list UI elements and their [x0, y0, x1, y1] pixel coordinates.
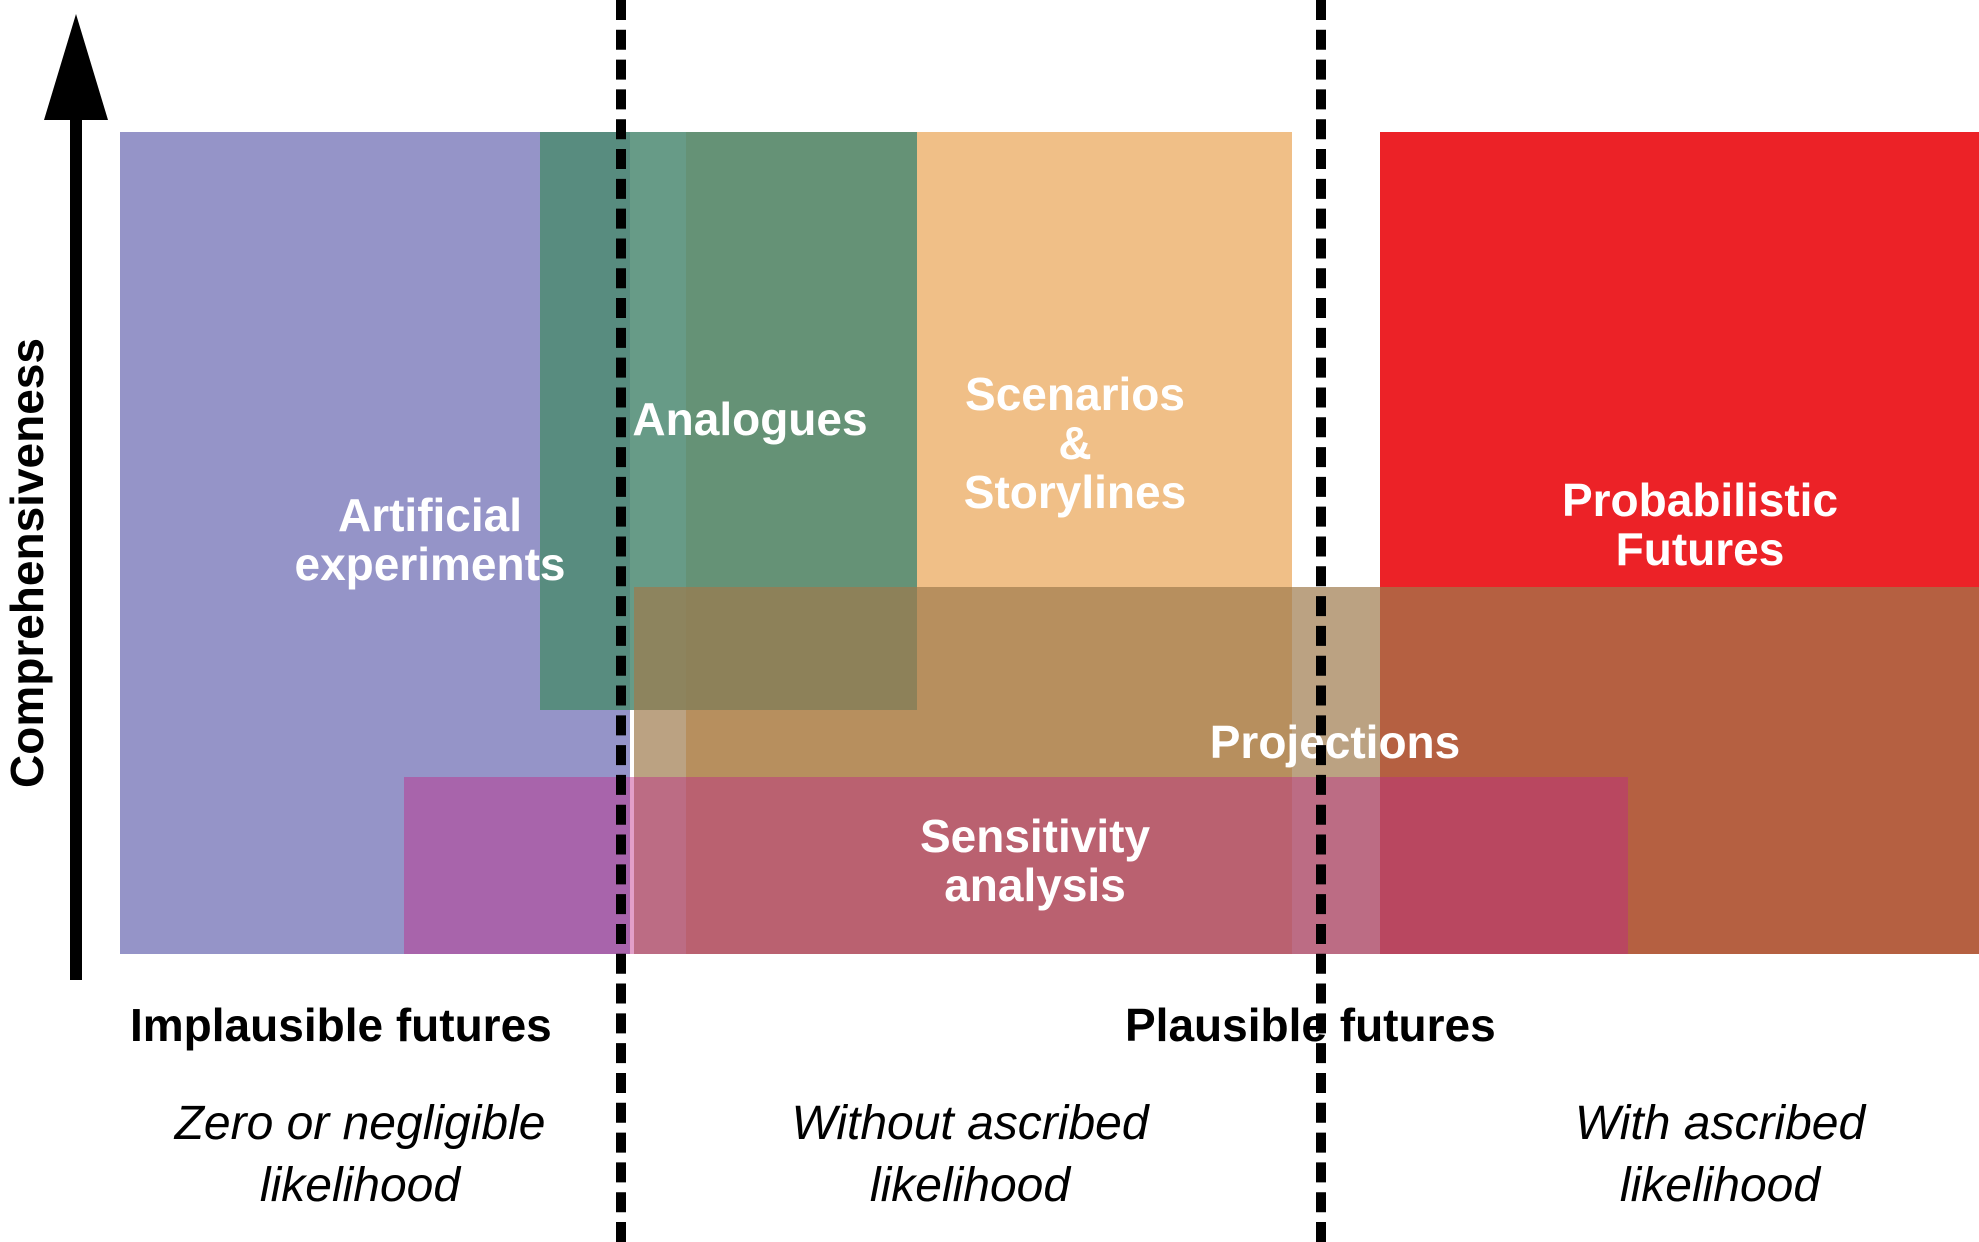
caption-with-likelihood: With ascribed likelihood — [1574, 1097, 1866, 1212]
projections-region — [634, 587, 1979, 954]
scenarios-storylines-label: Scenarios & Storylines — [963, 368, 1187, 518]
sensitivity-analysis-region — [404, 777, 1628, 954]
sensitivity-analysis-label: Sensitivity analysis — [919, 810, 1151, 911]
probabilistic-futures-label: Probabilistic Futures — [1561, 474, 1839, 575]
axis-label: Comprehensiveness — [1, 338, 53, 788]
heading-implausible-futures: Implausible futures — [130, 999, 552, 1051]
projections-label: Projections — [1209, 716, 1461, 768]
divider-without-with-likelihood — [1316, 0, 1326, 1242]
axis-arrow-head — [44, 14, 108, 120]
axis-arrow-shaft — [70, 118, 82, 980]
divider-implausible-plausible — [616, 0, 626, 1242]
analogues-label: Analogues — [632, 393, 868, 445]
caption-zero-likelihood: Zero or negligible likelihood — [174, 1097, 546, 1212]
artificial-experiments-label: Artificial experiments — [294, 489, 566, 590]
heading-plausible-futures: Plausible futures — [1125, 999, 1496, 1051]
caption-without-likelihood: Without ascribed likelihood — [791, 1097, 1149, 1212]
